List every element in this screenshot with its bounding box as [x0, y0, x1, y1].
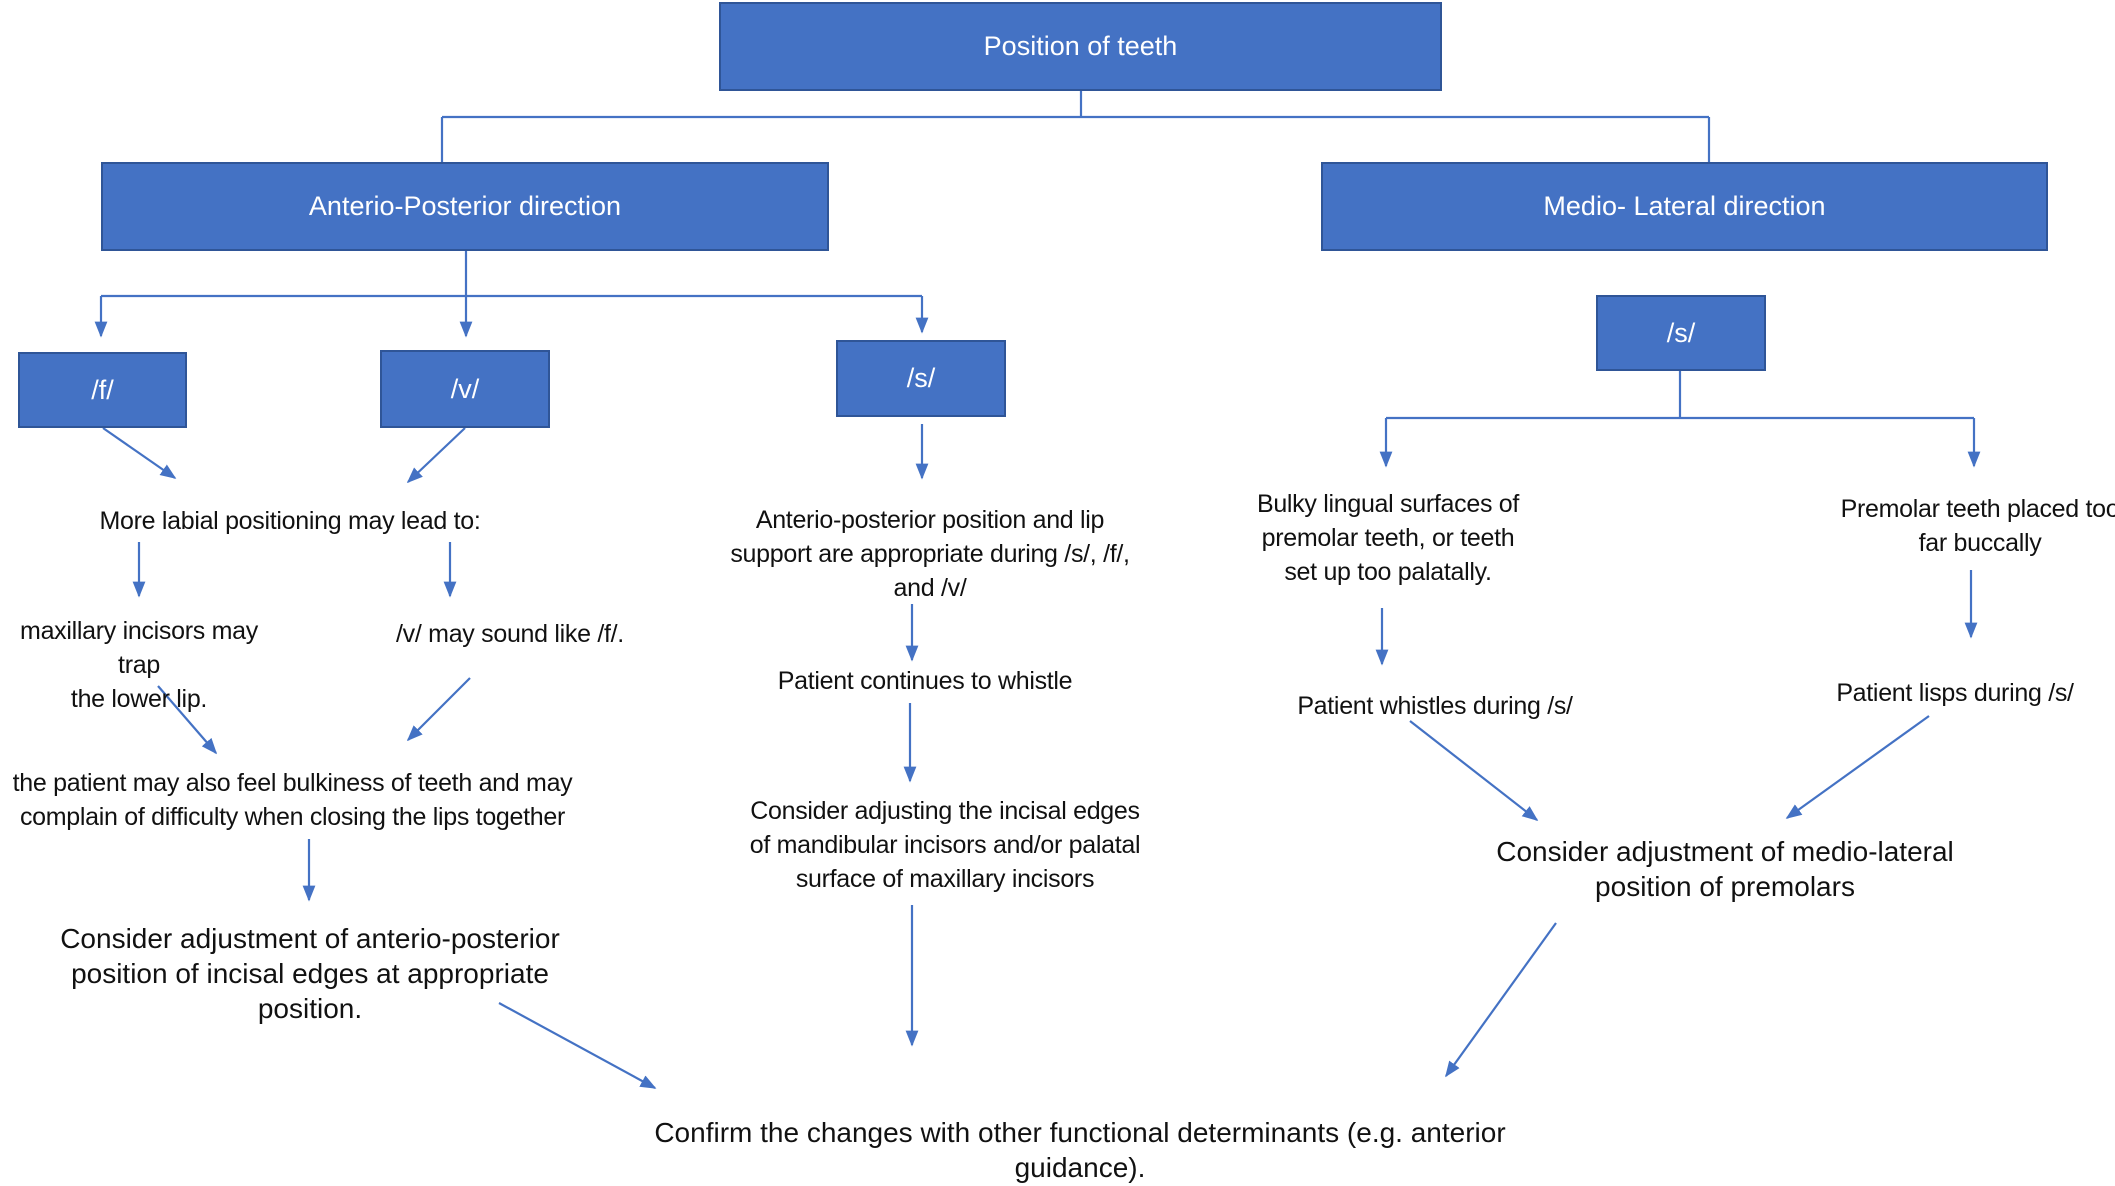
s-sound-ml-label: /s/ [1666, 317, 1696, 348]
f-sound-box: /f/ [18, 352, 187, 428]
consider-incisal-text: Consider adjusting the incisal edges of … [749, 797, 1141, 893]
patient-lisps-text: Patient lisps during /s/ [1836, 679, 2074, 707]
labial-positioning-text: More labial positioning may lead to: [99, 507, 481, 535]
arrow-lisps-consider-ml [1785, 715, 1930, 819]
v-sound-box: /v/ [380, 350, 550, 428]
v-sound-label: /v/ [450, 373, 480, 404]
f-sound-label: /f/ [91, 374, 114, 405]
patient-whistles-text: Patient whistles during /s/ [1297, 692, 1573, 720]
arrow-whistles-consider-ml [1409, 720, 1539, 821]
arrow-v-labial [406, 427, 466, 484]
s-sound-ap-label: /s/ [906, 363, 936, 393]
arrow-consider-ml-confirm [1445, 922, 1557, 1078]
premolar-buccal-text: Premolar teeth placed too far buccally [1840, 495, 2115, 557]
s-sound-ap-box: /s/ [836, 340, 1006, 417]
connector-ap-split [101, 251, 922, 298]
bulky-lingual-text: Bulky lingual surfaces of premolar teeth… [1256, 490, 1520, 586]
arrow-f-labial [102, 427, 177, 479]
whistle-continue-text: Patient continues to whistle [777, 667, 1073, 695]
confirm-text: Confirm the changes with other functiona… [654, 1117, 1506, 1183]
medio-lateral-label: Medio- Lateral direction [1543, 191, 1826, 221]
v-sound-like-f-text: /v/ may sound like /f/. [396, 620, 624, 648]
root-box: Position of teeth [719, 2, 1442, 91]
connector-root [440, 91, 1711, 162]
anterio-posterior-label: Anterio-Posterior direction [308, 191, 622, 221]
ap-appropriate-text: Anterio-posterior position and lip suppo… [730, 506, 1130, 602]
connector-ml-split [1386, 370, 1974, 420]
medio-lateral-box: Medio- Lateral direction [1321, 162, 2048, 251]
arrow-consider-ap-confirm [498, 1002, 657, 1089]
anterio-posterior-box: Anterio-Posterior direction [101, 162, 829, 251]
arrow-vsound-bulkiness [406, 677, 471, 742]
consider-ml-text: Consider adjustment of medio-lateral pos… [1496, 836, 1954, 902]
s-sound-ml-box: /s/ [1596, 295, 1766, 371]
bulkiness-text: the patient may also feel bulkiness of t… [12, 769, 573, 831]
consider-ap-text: Consider adjustment of anterio-posterior… [60, 923, 560, 1024]
root-label: Position of teeth [983, 31, 1178, 61]
arrow-maxillary-bulkiness [157, 685, 218, 755]
maxillary-incisors-text: maxillary incisors may trap the lower li… [20, 617, 258, 713]
